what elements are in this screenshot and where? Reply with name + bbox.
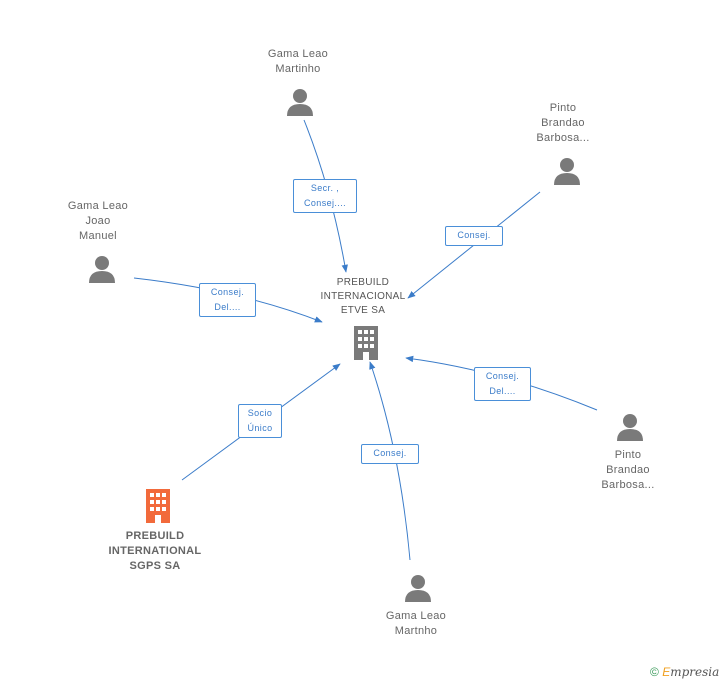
person-left-label[interactable]: Gama Leao Joao Manuel: [67, 200, 129, 242]
building-icon[interactable]: [351, 326, 381, 360]
person-icon[interactable]: [553, 157, 581, 185]
edge-label-top-right[interactable]: Consej.: [445, 226, 503, 246]
person-icon[interactable]: [286, 88, 314, 116]
person-right-label[interactable]: Pinto Brandao Barbosa...: [601, 449, 655, 491]
building-icon[interactable]: [143, 489, 173, 523]
person-icon[interactable]: [88, 255, 116, 283]
person-top-label[interactable]: Gama Leao Martinho: [267, 48, 329, 75]
person-top-right-label[interactable]: Pinto Brandao Barbosa...: [536, 102, 590, 144]
brand-name: mpresia: [670, 665, 720, 679]
person-icon[interactable]: [616, 413, 644, 441]
edge-label-left[interactable]: Consej. Del....: [199, 283, 256, 317]
brand-initial: E: [662, 665, 671, 679]
empresia-logo[interactable]: © Empresia: [650, 665, 719, 679]
shareholder-company-label[interactable]: PREBUILD INTERNATIONAL SGPS SA: [108, 530, 202, 572]
edge-label-shareholder[interactable]: Socio Único: [238, 404, 282, 438]
person-icon[interactable]: [404, 574, 432, 602]
edge-label-right[interactable]: Consej. Del....: [474, 367, 531, 401]
copyright-icon: ©: [650, 665, 659, 679]
main-company-label[interactable]: PREBUILD INTERNACIONAL ETVE SA: [320, 277, 406, 316]
edge-label-top[interactable]: Secr. , Consej....: [293, 179, 357, 213]
person-bottom-label[interactable]: Gama Leao Martnho: [385, 610, 447, 637]
edge-label-bottom[interactable]: Consej.: [361, 444, 419, 464]
